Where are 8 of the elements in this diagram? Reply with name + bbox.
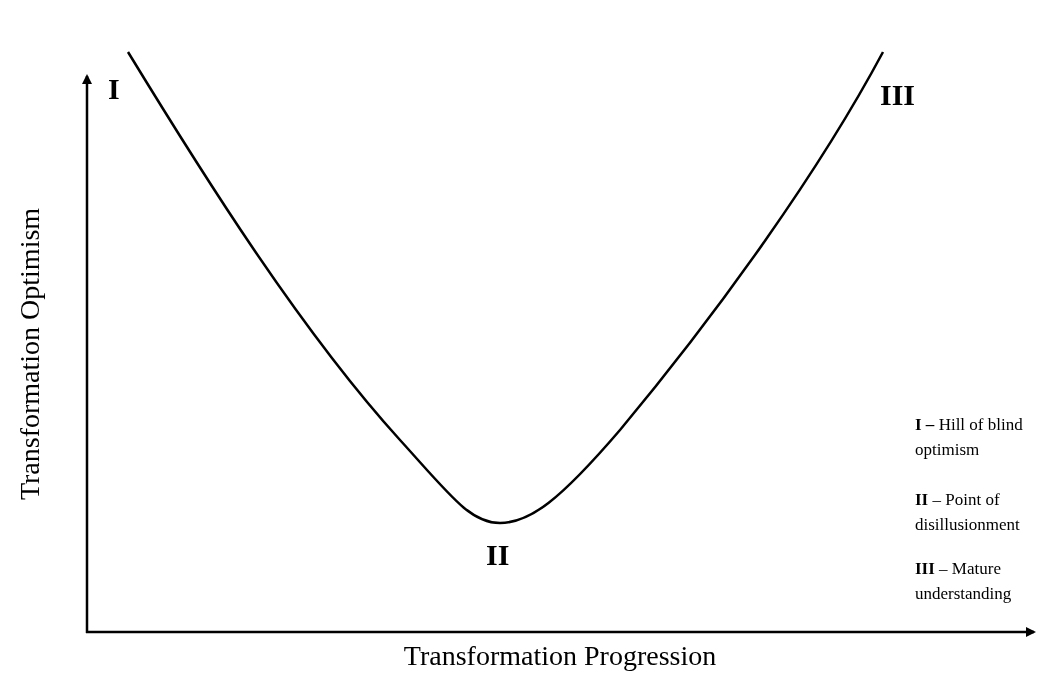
legend-text: III – Mature understanding — [915, 558, 1013, 605]
legend-text: II – Point of disillusionment — [915, 489, 1021, 536]
axis-title: Transformation Optimism — [14, 206, 46, 503]
stage-numeral: III — [880, 78, 916, 112]
stage-numeral: II — [486, 538, 510, 572]
legend-text: I – Hill of blind optimism — [915, 414, 1024, 461]
stage-numeral: I — [108, 72, 120, 106]
axis-title: Transformation Progression — [402, 640, 718, 672]
